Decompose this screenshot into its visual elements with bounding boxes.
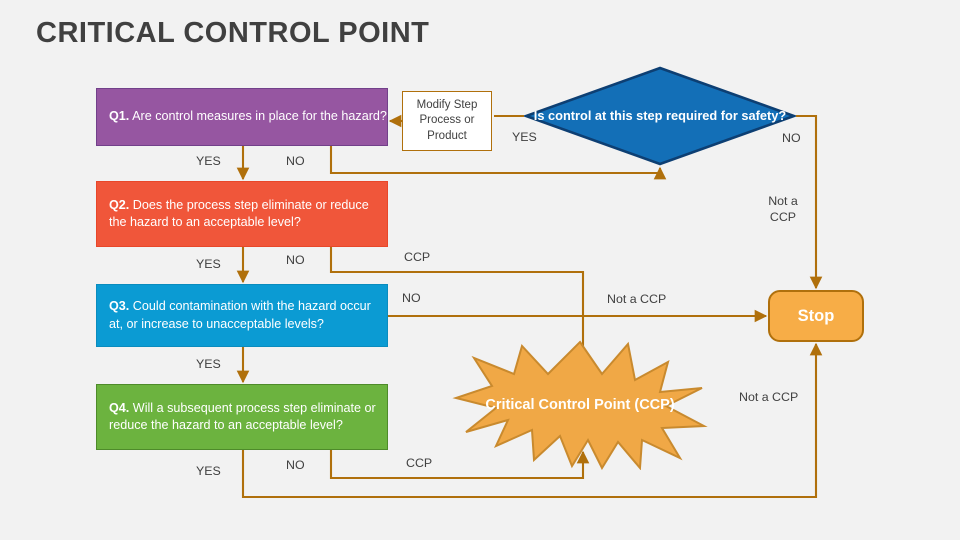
node-q4-prefix: Q4. bbox=[109, 400, 130, 415]
label-q1-no: NO bbox=[286, 154, 305, 168]
node-q3-prefix: Q3. bbox=[109, 299, 130, 314]
node-ccp-burst[interactable]: Critical Control Point (CCP) bbox=[452, 340, 708, 471]
label-q2-yes: YES bbox=[196, 257, 221, 271]
label-q1-yes: YES bbox=[196, 154, 221, 168]
node-q1[interactable]: Q1. Are control measures in place for th… bbox=[96, 88, 388, 146]
node-q4-text: Q4. Will a subsequent process step elimi… bbox=[97, 400, 387, 435]
node-q3[interactable]: Q3. Could contamination with the hazard … bbox=[96, 284, 388, 347]
node-stop[interactable]: Stop bbox=[768, 290, 864, 342]
node-ccp-burst-text: Critical Control Point (CCP) bbox=[485, 396, 675, 413]
node-q1-prefix: Q1. bbox=[109, 109, 130, 124]
node-q4-body: Will a subsequent process step eliminate… bbox=[109, 400, 376, 432]
label-q4-ccp: CCP bbox=[406, 456, 433, 470]
label-q3-yes: YES bbox=[196, 357, 221, 371]
node-q2-body: Does the process step eliminate or reduc… bbox=[109, 197, 369, 229]
label-decision-yes: YES bbox=[512, 130, 537, 144]
node-decision-text: Is control at this step required for saf… bbox=[533, 108, 787, 124]
node-q2-prefix: Q2. bbox=[109, 197, 130, 212]
node-q3-text: Q3. Could contamination with the hazard … bbox=[97, 298, 387, 333]
label-q2-no: NO bbox=[286, 253, 305, 267]
node-q4[interactable]: Q4. Will a subsequent process step elimi… bbox=[96, 384, 388, 450]
node-modify-step-text: Modify Step Process or Product bbox=[416, 98, 478, 142]
node-q2[interactable]: Q2. Does the process step eliminate or r… bbox=[96, 181, 388, 247]
diamond-shape bbox=[524, 66, 796, 166]
label-q4-no: NO bbox=[286, 458, 305, 472]
node-q2-text: Q2. Does the process step eliminate or r… bbox=[97, 197, 387, 232]
label-q3-not-a-ccp: Not a CCP bbox=[607, 292, 667, 306]
node-q1-body: Are control measures in place for the ha… bbox=[129, 109, 387, 124]
label-decision-no: NO bbox=[782, 131, 801, 145]
label-decision-not-a-ccp: Not a CCP bbox=[768, 194, 798, 224]
label-q4-yes: YES bbox=[196, 464, 221, 478]
node-q3-body: Could contamination with the hazard occu… bbox=[109, 299, 371, 331]
label-q4-not-a-ccp: Not a CCP bbox=[739, 390, 799, 404]
node-modify-step[interactable]: Modify Step Process or Product bbox=[402, 91, 492, 151]
node-q1-text: Q1. Are control measures in place for th… bbox=[97, 108, 387, 125]
label-q2-ccp: CCP bbox=[404, 250, 431, 264]
page-title: CRITICAL CONTROL POINT bbox=[36, 17, 430, 49]
node-stop-text: Stop bbox=[797, 306, 835, 325]
starburst-shape bbox=[452, 340, 708, 471]
node-decision-diamond[interactable]: Is control at this step required for saf… bbox=[524, 66, 796, 166]
label-q3-no: NO bbox=[402, 291, 421, 305]
